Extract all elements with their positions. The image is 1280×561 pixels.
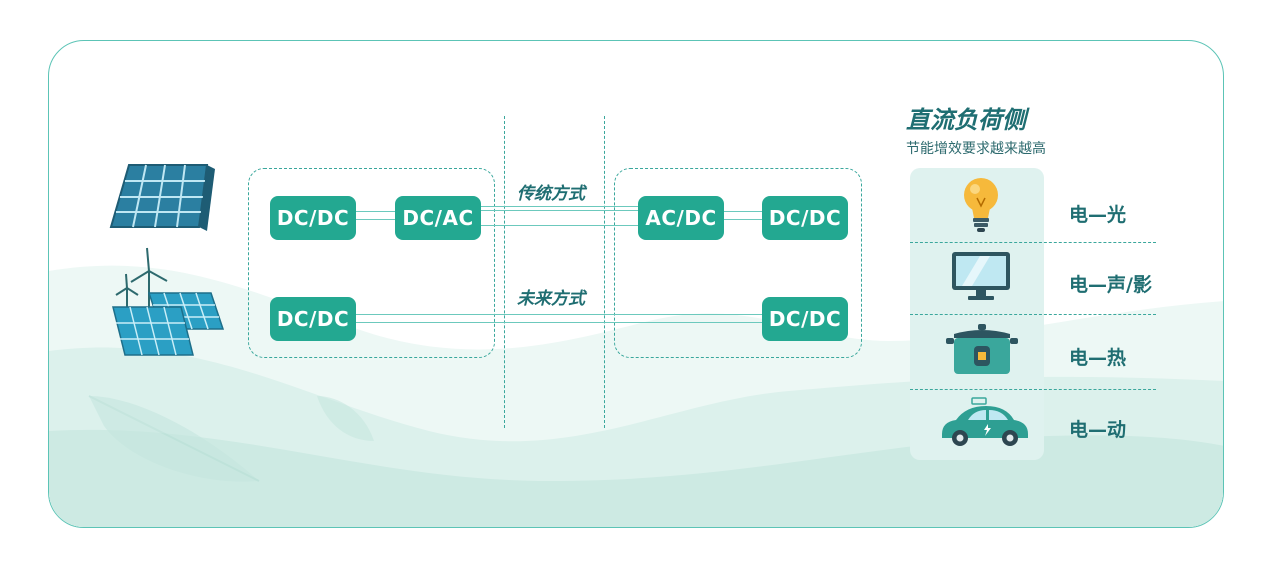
load-side-title: 直流负荷侧: [906, 106, 1026, 134]
converter-right-top-dcdc: DC/DC: [762, 196, 848, 240]
load-label-motion: 电—动: [1069, 419, 1127, 441]
monitor-icon: [952, 252, 1010, 300]
converter-right-bottom-dcdc: DC/DC: [762, 297, 848, 341]
light-bulb-icon: [964, 178, 998, 232]
source-converter-group: [248, 168, 495, 358]
solar-array-icon: [112, 292, 225, 356]
converter-left-bottom-dcdc: DC/DC: [270, 297, 356, 341]
load-label-light: 电—光: [1069, 204, 1127, 226]
wire-left-top: [355, 211, 397, 220]
load-separator: [910, 389, 1156, 390]
diagram-panel: DC/DC DC/AC DC/DC AC/DC DC/DC DC/DC 传统方式…: [48, 40, 1224, 528]
transmission-boundary-left: [504, 116, 505, 428]
traditional-mode-label: 传统方式: [517, 184, 585, 204]
electric-car-icon: [942, 397, 1028, 446]
converter-left-top-dcdc: DC/DC: [270, 196, 356, 240]
wire-traditional-link: [479, 206, 639, 226]
load-label-heat: 电—热: [1069, 347, 1127, 369]
future-mode-label: 未来方式: [517, 289, 585, 309]
load-label-audio-video: 电—声/影: [1069, 274, 1152, 296]
solar-panel-icon: [109, 164, 215, 231]
load-separator: [910, 314, 1156, 315]
transmission-boundary-right: [604, 116, 605, 428]
converter-right-top-acdc: AC/DC: [638, 196, 724, 240]
load-side-subtitle: 节能增效要求越来越高: [906, 141, 1046, 157]
converter-left-top-dcac: DC/AC: [395, 196, 481, 240]
load-converter-group: [614, 168, 862, 358]
load-separator: [910, 242, 1156, 243]
leaf-icon: [88, 395, 260, 482]
wire-future-link: [355, 314, 764, 323]
wire-right-top: [722, 211, 764, 220]
leaf-icon: [317, 396, 374, 441]
rice-cooker-icon: [946, 324, 1018, 374]
